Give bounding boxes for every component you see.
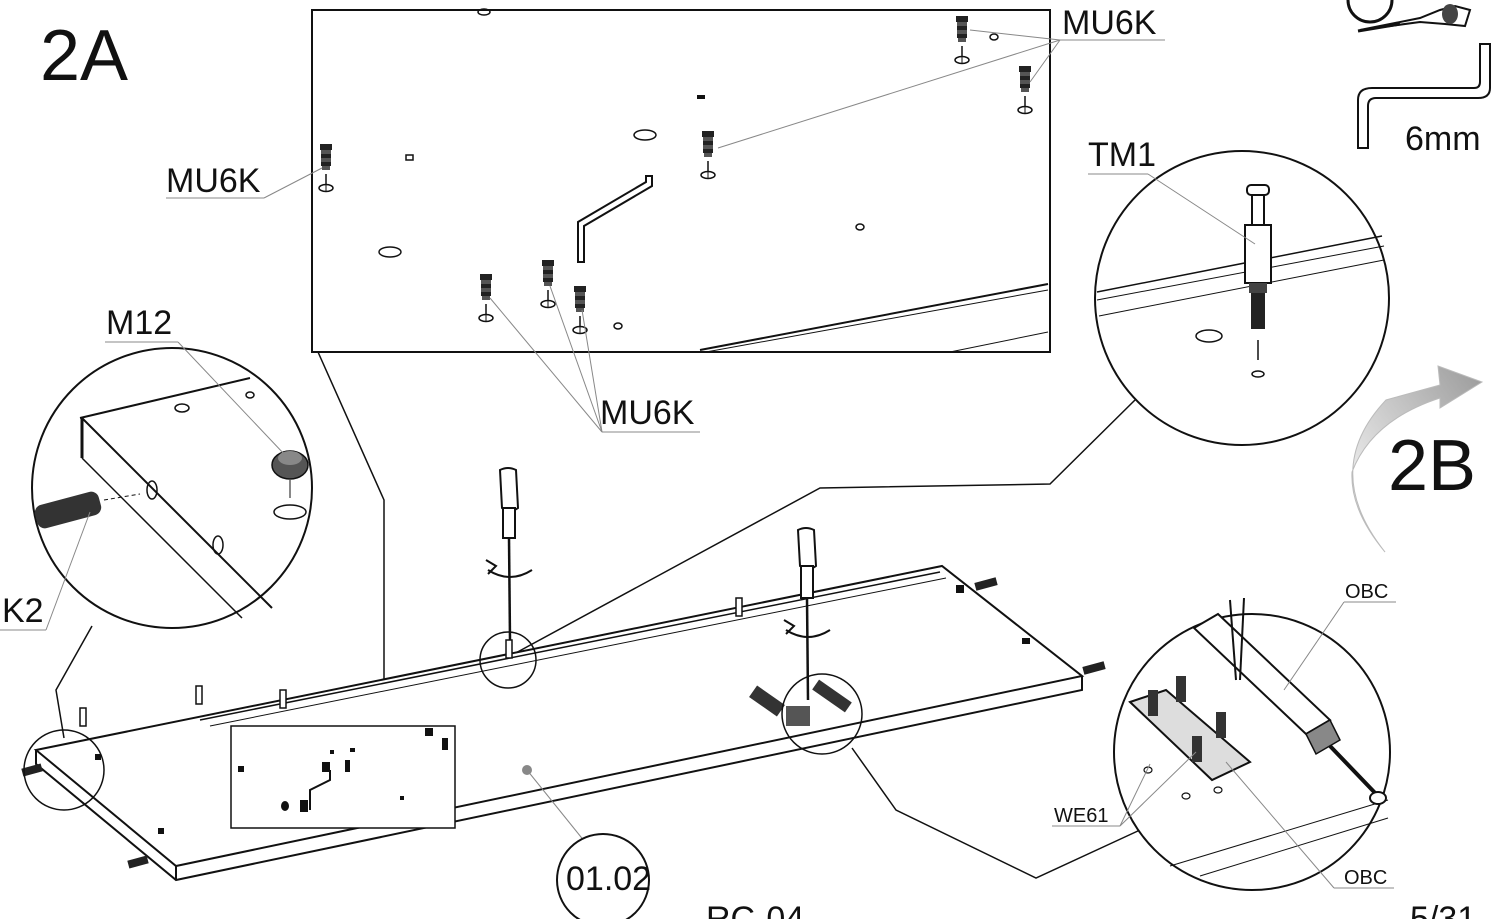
connector-tm1 [511,399,1136,656]
screwdriver-icon-2 [783,527,831,701]
main-board [21,564,1106,882]
tm1-detail-circle [1088,150,1390,446]
label-we61: WE61 [1054,805,1108,827]
label-part-number: 01.02 [566,860,651,898]
zoom-circle-hinge [781,673,863,755]
connector-m12 [55,625,93,739]
step-label-2a: 2A [40,16,128,96]
footer-page: 5/31 [1410,900,1476,919]
label-m12: M12 [106,304,172,342]
top-detail-box [166,8,1165,433]
next-step-arrow [1351,365,1484,553]
hinge-detail-circle [1052,597,1396,891]
hex-key-icon [1346,0,1491,149]
zoom-circle-left [23,729,105,811]
connector-hinge [851,747,1141,879]
zoom-circle-tm1 [479,631,537,689]
label-obc-top: OBC [1345,581,1388,603]
footer-model: RC-04 [706,900,804,919]
label-mu6k-bottom: MU6K [600,394,695,432]
step-label-2b: 2B [1388,426,1476,506]
tool-size-label: 6mm [1405,120,1481,158]
connector-top-box [317,351,385,726]
part-number-circle [556,833,650,919]
label-mu6k-left: MU6K [166,162,261,200]
label-mu6k-top: MU6K [1062,4,1157,42]
label-tm1: TM1 [1088,136,1156,174]
screwdriver-icon [485,467,533,641]
m12-k2-detail-circle [0,341,313,631]
label-obc-bottom: OBC [1344,867,1387,889]
label-k2: K2 [2,592,44,630]
